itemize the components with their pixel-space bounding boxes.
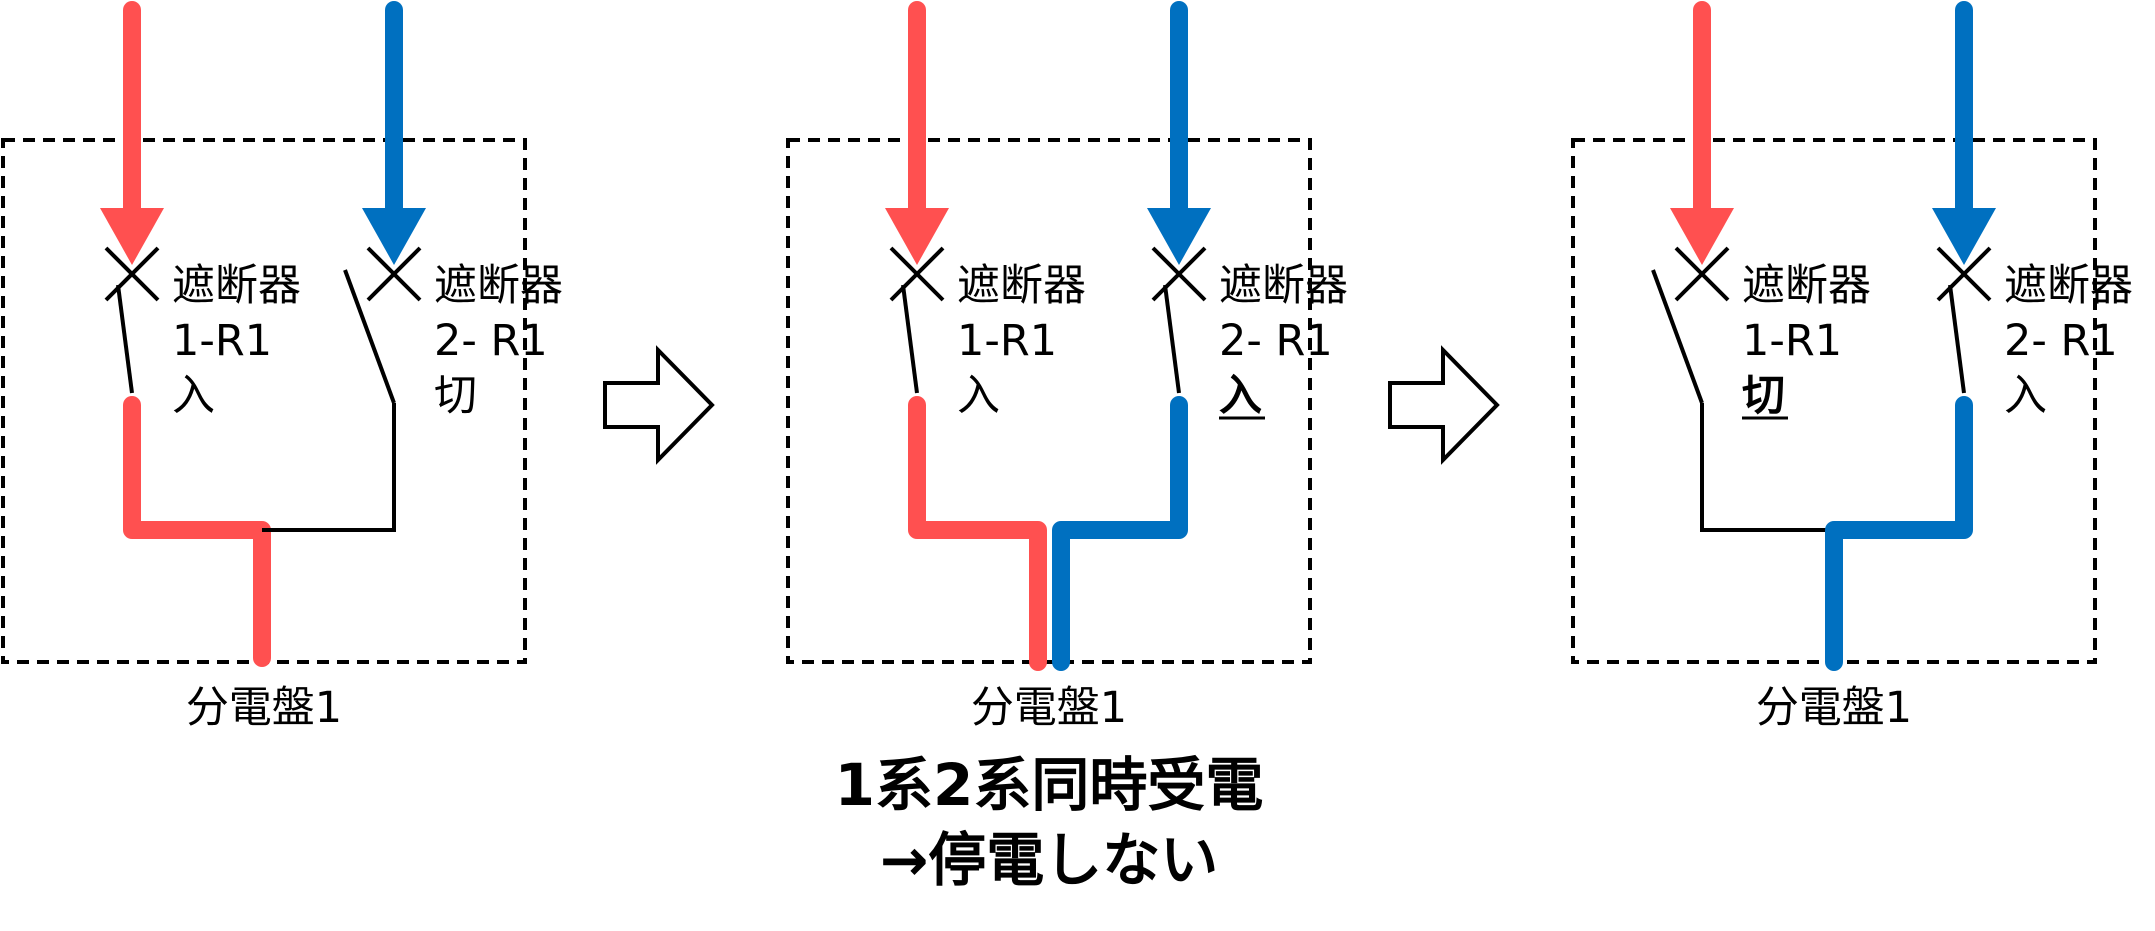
breaker-2-symbol	[1936, 246, 1992, 394]
distribution-board-outline	[786, 138, 1312, 664]
breaker-1-id: 1-R1	[172, 316, 272, 366]
system2-energized-path	[1052, 396, 1188, 671]
transition-arrow-2	[1388, 345, 1500, 465]
system1-arrow-head	[885, 208, 949, 265]
panel-label: 分電盤1	[1756, 683, 1912, 733]
caption-line-1: 1系2系同時受電	[835, 751, 1264, 819]
breaker-2-name: 遮断器	[2004, 261, 2133, 311]
system2-energized-path	[1825, 396, 1973, 671]
breaker-2-symbol	[1151, 246, 1207, 394]
breaker-2-name: 遮断器	[434, 261, 563, 311]
breaker-1-state: 入	[957, 371, 1000, 421]
breaker-2-state: 入	[2004, 371, 2047, 421]
breaker-2-id: 2- R1	[2004, 316, 2118, 366]
breaker-1-state-changed: 切	[1742, 371, 1785, 421]
system1-deenergized-path	[1700, 403, 1834, 532]
breaker-1-name: 遮断器	[172, 261, 301, 311]
breaker-1-name: 遮断器	[957, 261, 1086, 311]
caption-line-2: →停電しない	[880, 826, 1219, 894]
system1-arrow-head	[100, 208, 164, 265]
panel-label: 分電盤1	[971, 683, 1127, 733]
breaker-1-symbol	[104, 246, 160, 394]
breaker-1-name: 遮断器	[1742, 261, 1871, 311]
panel-label: 分電盤1	[186, 683, 342, 733]
system2-deenergized-path	[262, 403, 396, 532]
breaker-2-symbol	[343, 246, 422, 404]
panel-3: 遮断器 1-R1 切 遮断器 2- R1 入 分電盤1	[1571, 1, 2133, 733]
breaker-1-symbol	[889, 246, 945, 394]
breaker-1-id: 1-R1	[957, 316, 1057, 366]
system1-energized-path	[123, 396, 271, 667]
panel-2: 遮断器 1-R1 入 遮断器 2- R1 入 分電盤1	[786, 1, 1348, 733]
system2-arrow-head	[1932, 208, 1996, 265]
breaker-2-id: 2- R1	[1219, 316, 1333, 366]
breaker-2-state-changed: 入	[1219, 371, 1262, 421]
breaker-1-state: 入	[172, 371, 215, 421]
breaker-2-id: 2- R1	[434, 316, 548, 366]
breaker-1-symbol	[1651, 246, 1730, 404]
breaker-2-name: 遮断器	[1219, 261, 1348, 311]
panel-1: 遮断器 1-R1 入 遮断器 2- R1 切 分電盤1	[1, 1, 563, 733]
system2-arrow-head	[1147, 208, 1211, 265]
system1-energized-path	[908, 396, 1047, 671]
system1-arrow-head	[1670, 208, 1734, 265]
breaker-2-state: 切	[434, 371, 477, 421]
transition-arrow-1	[603, 345, 715, 465]
system2-arrow-head	[362, 208, 426, 265]
breaker-1-id: 1-R1	[1742, 316, 1842, 366]
